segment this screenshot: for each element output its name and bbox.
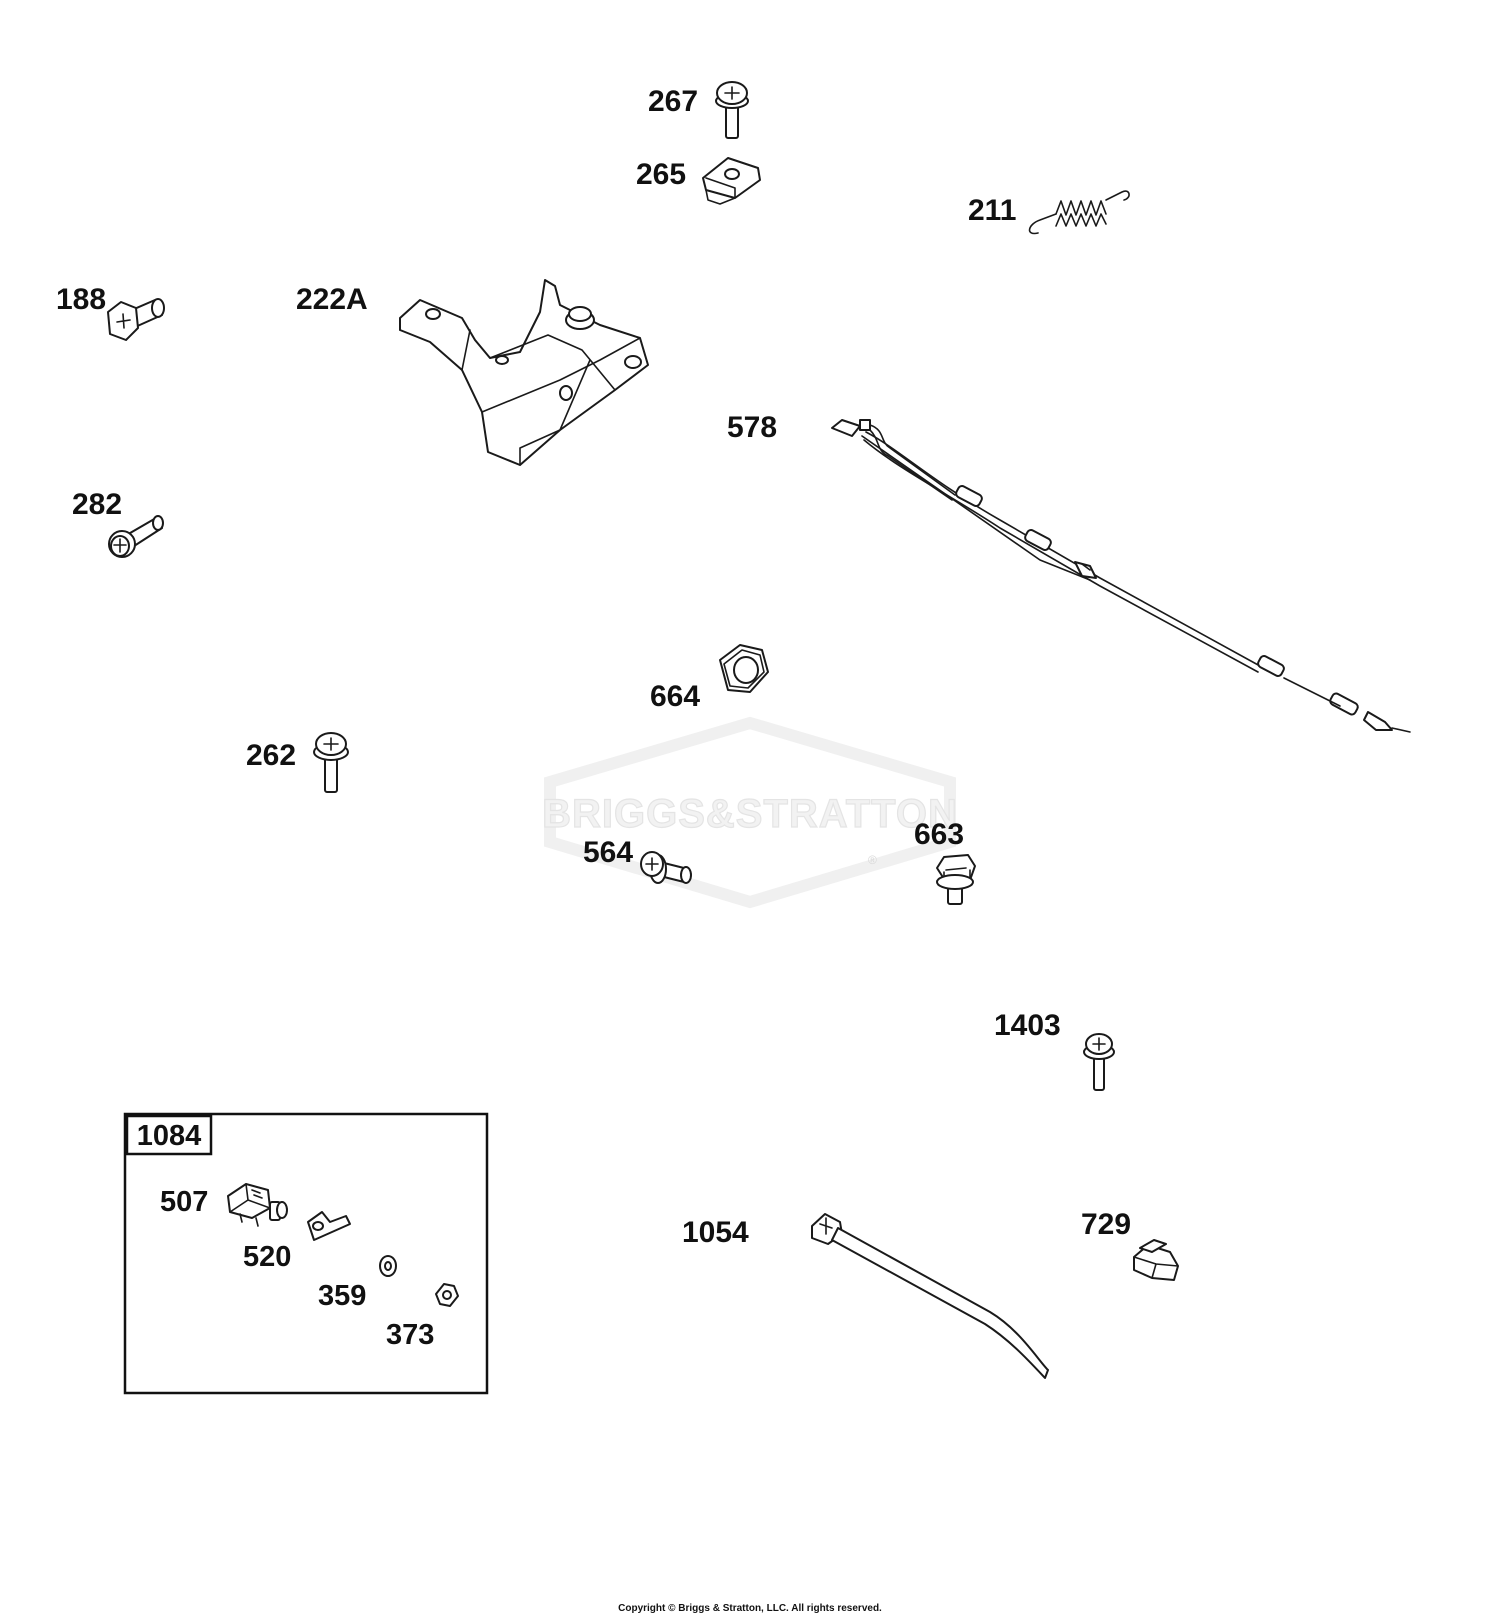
callout-188: 188 — [56, 283, 106, 316]
kit-1084-title: 1084 — [137, 1120, 202, 1152]
part-359-washer[interactable] — [379, 1255, 397, 1277]
callout-1403: 1403 — [994, 1009, 1061, 1042]
callout-359: 359 — [318, 1280, 366, 1312]
part-188-bolt[interactable] — [107, 298, 165, 341]
callout-373: 373 — [386, 1319, 434, 1351]
part-729-connector[interactable] — [1133, 1239, 1179, 1281]
part-664-nut[interactable] — [719, 644, 769, 693]
callout-1054: 1054 — [682, 1216, 749, 1249]
callout-520: 520 — [243, 1241, 291, 1273]
part-262-screw[interactable] — [313, 732, 349, 793]
callout-663: 663 — [914, 818, 964, 851]
callout-664: 664 — [650, 680, 700, 713]
part-222a-bracket[interactable] — [399, 279, 649, 466]
callout-222a: 222A — [296, 283, 368, 316]
kit-1084-box: 1084 507 520 359 373 — [123, 1112, 489, 1395]
callout-507: 507 — [160, 1186, 208, 1218]
watermark-text: BRIGGS&STRATTON — [542, 792, 958, 836]
part-265-clip[interactable] — [702, 157, 761, 205]
callout-729: 729 — [1081, 1208, 1131, 1241]
part-1403-screw[interactable] — [1083, 1033, 1115, 1091]
callout-262: 262 — [246, 739, 296, 772]
watermark-mark: ® — [868, 853, 877, 867]
briggs-stratton-watermark: BRIGGS&STRATTON ® — [542, 716, 958, 909]
callout-578: 578 — [727, 411, 777, 444]
part-267-screw[interactable] — [715, 81, 749, 139]
part-507-switch[interactable] — [227, 1183, 288, 1227]
part-282-bolt[interactable] — [108, 515, 164, 558]
part-578-wire-harness[interactable] — [831, 419, 1411, 733]
callout-564: 564 — [583, 836, 633, 869]
copyright-footer: Copyright © Briggs & Stratton, LLC. All … — [618, 1603, 882, 1614]
callout-282: 282 — [72, 488, 122, 521]
part-373-nut[interactable] — [435, 1283, 459, 1307]
part-663-bolt[interactable] — [936, 854, 976, 905]
part-564-screw[interactable] — [640, 851, 692, 884]
callout-265: 265 — [636, 158, 686, 191]
part-211-spring[interactable] — [1028, 190, 1130, 235]
callout-267: 267 — [648, 85, 698, 118]
part-520-terminal[interactable] — [307, 1211, 351, 1241]
callout-211: 211 — [968, 194, 1016, 227]
part-1054-cable-tie[interactable] — [811, 1213, 1049, 1379]
